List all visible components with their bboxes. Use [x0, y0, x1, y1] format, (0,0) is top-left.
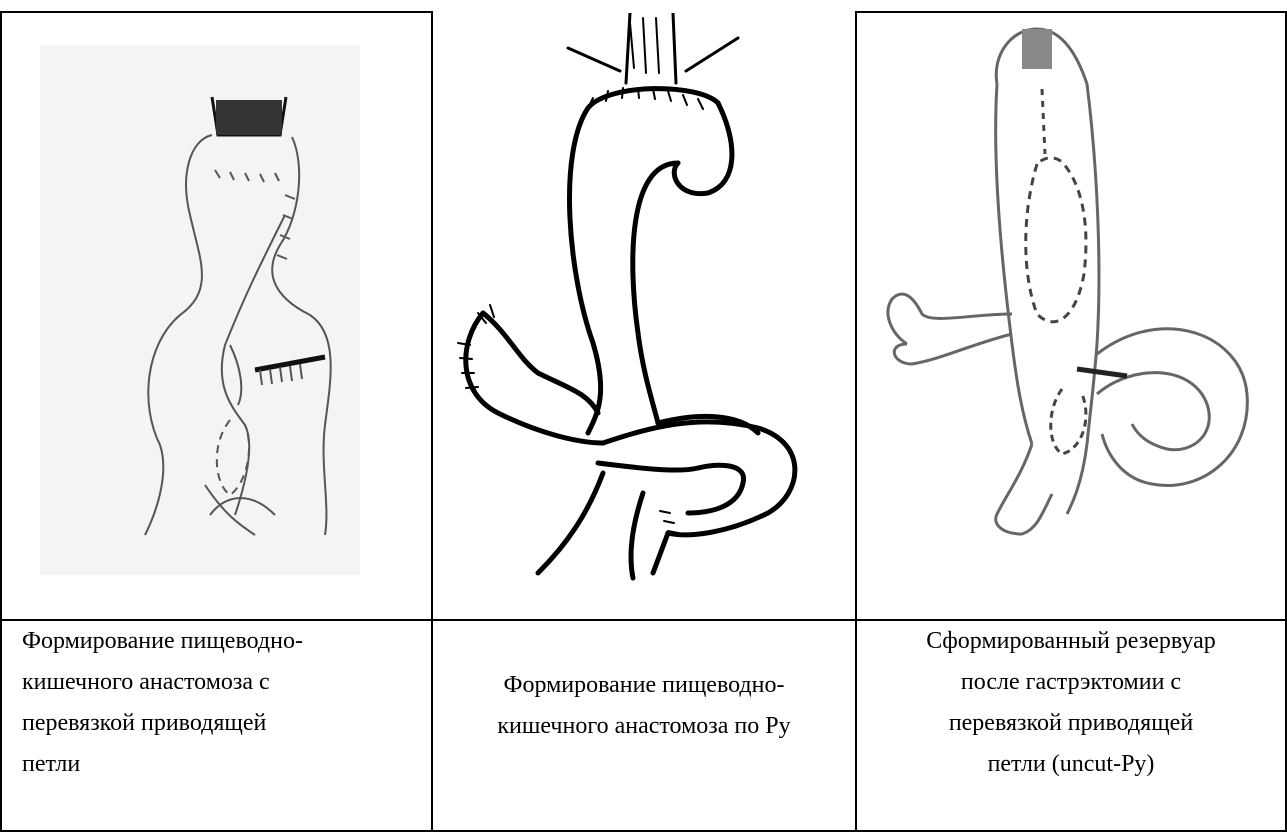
caption-line: кишечного анастомоза с — [22, 662, 427, 703]
caption-line: Формирование пищеводно- — [433, 665, 855, 706]
caption-figure-1: Формирование пищеводно- кишечного анасто… — [22, 621, 427, 831]
caption-line: перевязкой приводящей — [22, 703, 427, 744]
caption-figure-2: Формирование пищеводно- кишечного анасто… — [433, 621, 855, 831]
caption-line: петли — [22, 744, 427, 785]
caption-figure-3: Сформированный резервуар после гастрэкто… — [857, 621, 1285, 831]
figure-3-illustration — [862, 14, 1282, 600]
figure-2-illustration — [438, 13, 852, 593]
caption-line: перевязкой приводящей — [857, 703, 1285, 744]
table-border-top-left — [0, 11, 432, 13]
caption-line: Сформированный резервуар — [857, 621, 1285, 662]
caption-line: петли (uncut-Ру) — [857, 744, 1285, 785]
figure-1-illustration — [40, 45, 360, 575]
table-border-top-right — [855, 11, 1287, 13]
table-border-left — [0, 11, 2, 832]
caption-line: после гастрэктомии с — [857, 662, 1285, 703]
caption-line: Формирование пищеводно- — [22, 621, 427, 662]
caption-line: кишечного анастомоза по Ру — [433, 706, 855, 747]
